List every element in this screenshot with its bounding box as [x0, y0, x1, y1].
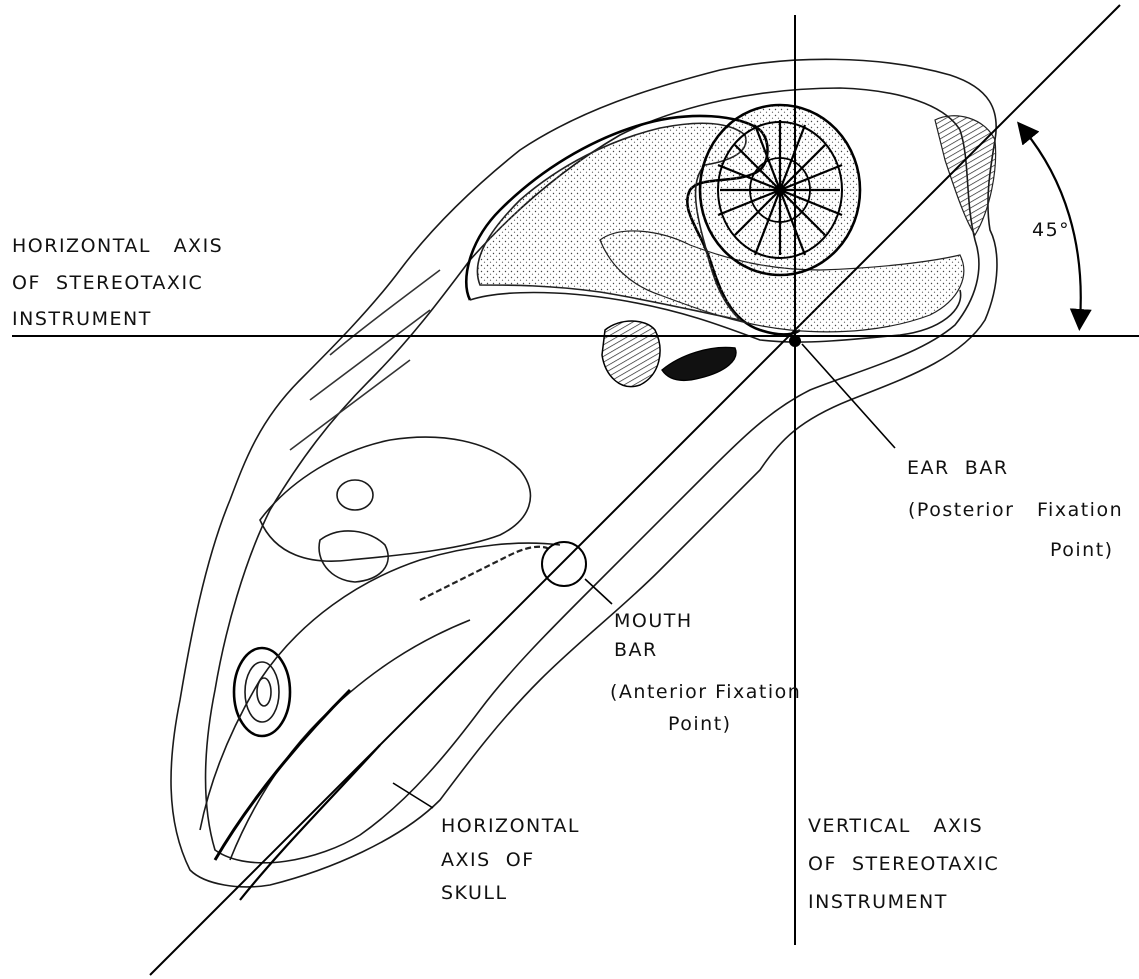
label-line: EAR BAR: [907, 457, 1009, 479]
label-horizontal-axis-instrument: HORIZONTAL AXIS OF STEREOTAXIC INSTRUMEN…: [12, 235, 231, 330]
label-line: Point): [1050, 539, 1114, 561]
label-vertical-axis-instrument: VERTICAL AXIS OF STEREOTAXIC INSTRUMENT: [808, 815, 1007, 913]
lower-incisor-2: [240, 745, 380, 900]
nasal-structure: [337, 480, 373, 510]
label-line: MOUTH: [614, 610, 693, 632]
label-line: (Posterior Fixation: [908, 499, 1123, 521]
nasal-cavity-outline: [260, 437, 530, 561]
occipital-tissue: [935, 116, 996, 235]
frontal-streaks: [290, 270, 440, 450]
label-line: SKULL: [441, 882, 508, 904]
label-horizontal-axis-skull: HORIZONTAL AXIS OF SKULL: [441, 815, 588, 904]
label-line: INSTRUMENT: [12, 308, 152, 330]
head-section-drawing: [171, 59, 997, 900]
lower-incisor: [215, 690, 350, 860]
ear-bar-leader: [802, 344, 895, 448]
jaw-outline: [200, 543, 560, 830]
label-line: HORIZONTAL: [441, 815, 580, 837]
label-line: AXIS OF: [441, 849, 535, 871]
label-line: BAR: [614, 639, 658, 661]
pituitary-region: [602, 321, 660, 387]
mouth-bar-circle: [542, 542, 586, 586]
angle-label: 45°: [1032, 219, 1070, 241]
ear-bar-point: [789, 335, 801, 347]
label-mouth-bar: MOUTH BAR (Anterior Fixation Point): [610, 610, 809, 735]
label-line: INSTRUMENT: [808, 891, 948, 913]
label-line: VERTICAL AXIS: [808, 815, 983, 837]
label-line: (Anterior Fixation: [610, 681, 801, 703]
incisor-spiral: [234, 648, 290, 736]
label-line: Point): [668, 713, 732, 735]
label-ear-bar: EAR BAR (Posterior Fixation Point): [907, 457, 1131, 561]
label-line: OF STEREOTAXIC: [12, 272, 203, 294]
jaw-inner-outline: [230, 620, 470, 860]
cerebellum: [700, 105, 860, 275]
sphenoid-region: [662, 347, 736, 380]
label-line: OF STEREOTAXIC: [808, 853, 999, 875]
label-line: HORIZONTAL AXIS: [12, 235, 223, 257]
